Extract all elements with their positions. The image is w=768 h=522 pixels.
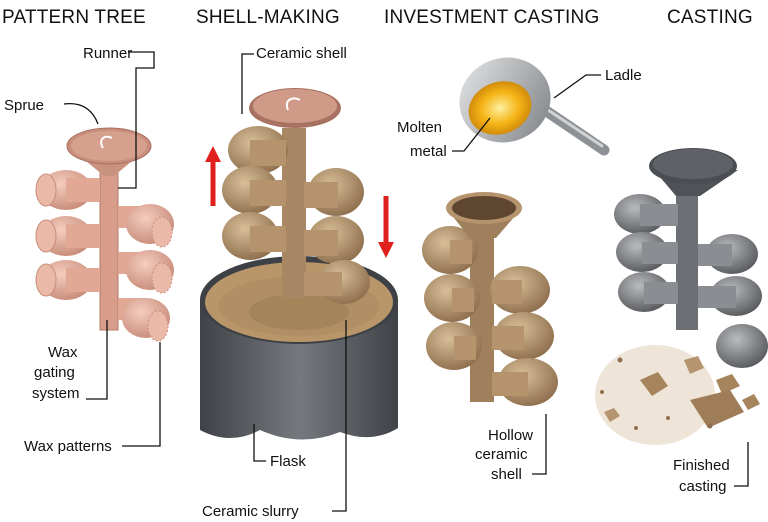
label-ceramic-slurry: Ceramic slurry xyxy=(202,503,299,520)
arrow-up xyxy=(205,146,221,206)
leader-ladle xyxy=(553,74,601,99)
stage-title-pattern-tree: PATTERN TREE xyxy=(2,7,146,28)
label-hollow-line-1: Hollow xyxy=(488,427,533,444)
leader-sprue xyxy=(63,102,99,125)
label-flask: Flask xyxy=(270,453,306,470)
leader-finished-casting xyxy=(734,442,749,487)
metal-casting-tree xyxy=(614,148,768,368)
leader-molten-metal xyxy=(452,117,491,152)
ceramic-coated-tree xyxy=(222,88,370,304)
label-runner: Runner xyxy=(83,45,132,62)
label-wax-patterns: Wax patterns xyxy=(24,438,112,455)
leader-runner xyxy=(118,51,155,189)
stage-title-investment-casting: INVESTMENT CASTING xyxy=(384,7,599,28)
leader-wax-patterns xyxy=(122,342,161,447)
label-ladle: Ladle xyxy=(605,67,642,84)
stage-title-shell-making: SHELL-MAKING xyxy=(196,7,340,28)
label-sprue: Sprue xyxy=(4,97,44,114)
label-wax-gating-line-3: system xyxy=(32,385,80,402)
label-hollow-line-3: shell xyxy=(491,466,522,483)
leader-ceramic-shell xyxy=(241,53,254,114)
stage-title-casting: CASTING xyxy=(667,7,753,28)
ceramic-debris xyxy=(595,345,760,445)
wax-pattern-left xyxy=(35,170,100,300)
label-hollow-line-2: ceramic xyxy=(475,446,528,463)
leader-ceramic-slurry xyxy=(332,320,347,512)
wax-pattern-tree xyxy=(35,127,174,342)
ladle xyxy=(459,57,610,156)
arrow-down xyxy=(378,196,394,258)
leader-wax-gating xyxy=(86,320,108,400)
label-wax-gating-line-2: gating xyxy=(34,364,75,381)
label-molten-metal-line-1: Molten xyxy=(397,119,442,136)
leader-flask xyxy=(253,424,266,462)
hollow-ceramic-shell xyxy=(422,192,558,406)
leader-hollow-shell xyxy=(532,414,547,475)
label-finished-casting-line-2: casting xyxy=(679,478,727,495)
label-molten-metal-line-2: metal xyxy=(410,143,447,160)
label-wax-gating-line-1: Wax xyxy=(48,344,78,361)
wax-pattern-right xyxy=(118,204,174,342)
label-finished-casting-line-1: Finished xyxy=(673,457,730,474)
label-ceramic-shell: Ceramic shell xyxy=(256,45,347,62)
